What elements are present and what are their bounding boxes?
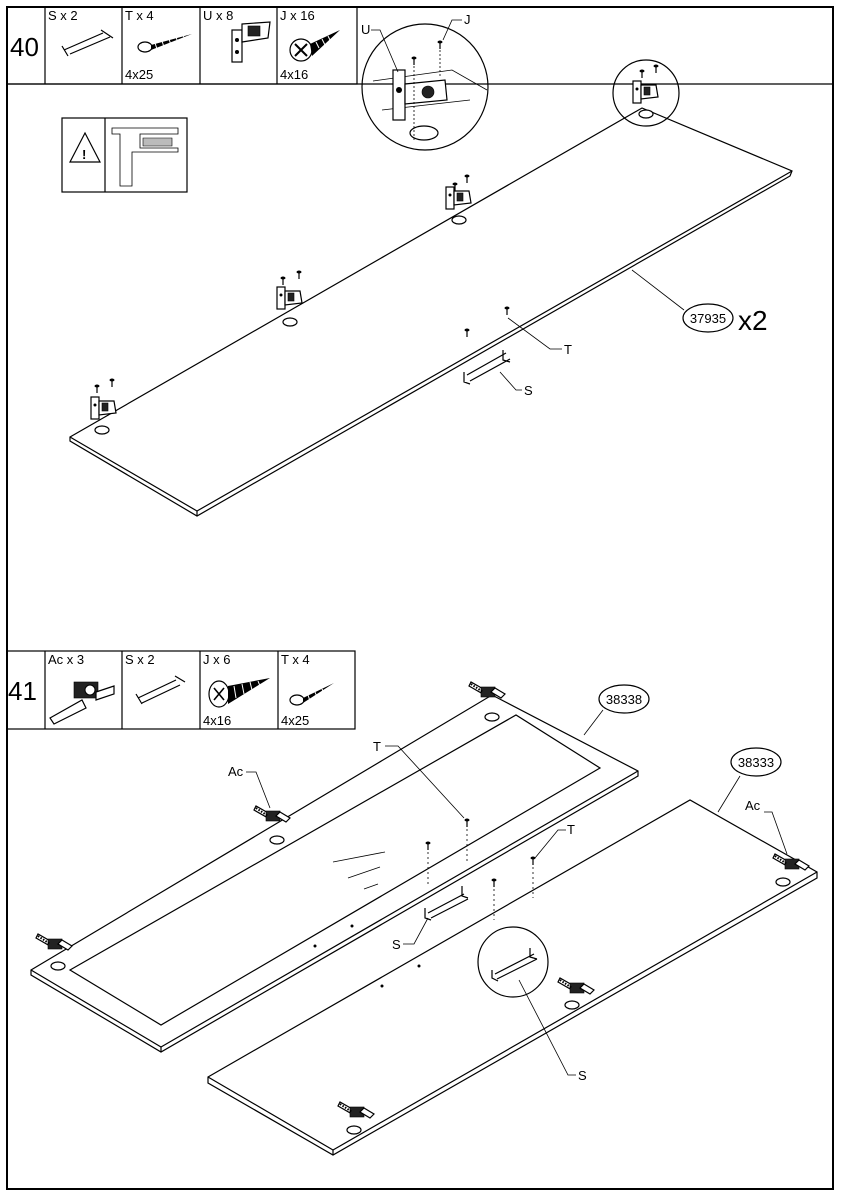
detail-label-u: U xyxy=(361,22,370,37)
panel-code-37935: 37935 xyxy=(690,311,726,326)
svg-text:!: ! xyxy=(82,147,86,162)
panel-38338: T Ac S 38338 xyxy=(30,681,650,1053)
callout-t-right: T xyxy=(567,822,575,837)
step40-part1-qty: S x 2 xyxy=(48,8,78,23)
screw-icon xyxy=(137,34,192,53)
step41-part2-qty: S x 2 xyxy=(125,652,155,667)
step41-part4-size: 4x25 xyxy=(281,713,309,728)
step40-number: 40 xyxy=(10,32,39,62)
step40-part4-size: 4x16 xyxy=(280,67,308,82)
page-frame xyxy=(6,6,834,1190)
callout-ac-left: Ac xyxy=(228,764,244,779)
callout-s-step40: S xyxy=(524,383,533,398)
step41-part3-size: 4x16 xyxy=(203,713,231,728)
handle-icon xyxy=(135,675,186,705)
step41-part3-qty: J x 6 xyxy=(203,652,230,667)
callout-t-step40: T xyxy=(564,342,572,357)
step40-parts-table: 40 S x 2 T x 4 4x25 U x 8 J x 16 4 xyxy=(6,6,834,85)
panel-37935: 37935 x2 T S xyxy=(69,59,793,517)
handle-icon xyxy=(61,29,114,57)
handle-s-step40 xyxy=(463,350,511,385)
warning-icon xyxy=(69,131,101,163)
step41-parts-table: 41 Ac x 3 S x 2 J x 6 4x16 T x 4 4x25 xyxy=(6,650,356,730)
step40-part2-size: 4x25 xyxy=(125,67,153,82)
panel-code-38338: 38338 xyxy=(606,692,642,707)
step40-part4-qty: J x 16 xyxy=(280,8,315,23)
callout-ac-right: Ac xyxy=(745,798,761,813)
panel-38333: S T Ac 38333 xyxy=(207,747,818,1156)
step40-part3-qty: U x 8 xyxy=(203,8,233,23)
screw-icon xyxy=(289,683,334,706)
hinge-icon xyxy=(231,21,271,63)
flat-screw-icon xyxy=(208,678,270,708)
hinge-icon xyxy=(49,681,115,725)
warning-box: ! xyxy=(61,117,188,193)
step41-number: 41 xyxy=(8,676,37,706)
callout-t-left: T xyxy=(373,739,381,754)
step41-part1-qty: Ac x 3 xyxy=(48,652,84,667)
panel-code-38333: 38333 xyxy=(738,755,774,770)
detail-circle-u-j: U J xyxy=(361,12,489,151)
panel-multiplier: x2 xyxy=(738,305,768,336)
step41-part4-qty: T x 4 xyxy=(281,652,310,667)
callout-s-right: S xyxy=(578,1068,587,1083)
flat-screw-icon xyxy=(289,30,340,62)
step40-part2-qty: T x 4 xyxy=(125,8,154,23)
callout-s-left: S xyxy=(392,937,401,952)
detail-label-j: J xyxy=(464,12,471,27)
